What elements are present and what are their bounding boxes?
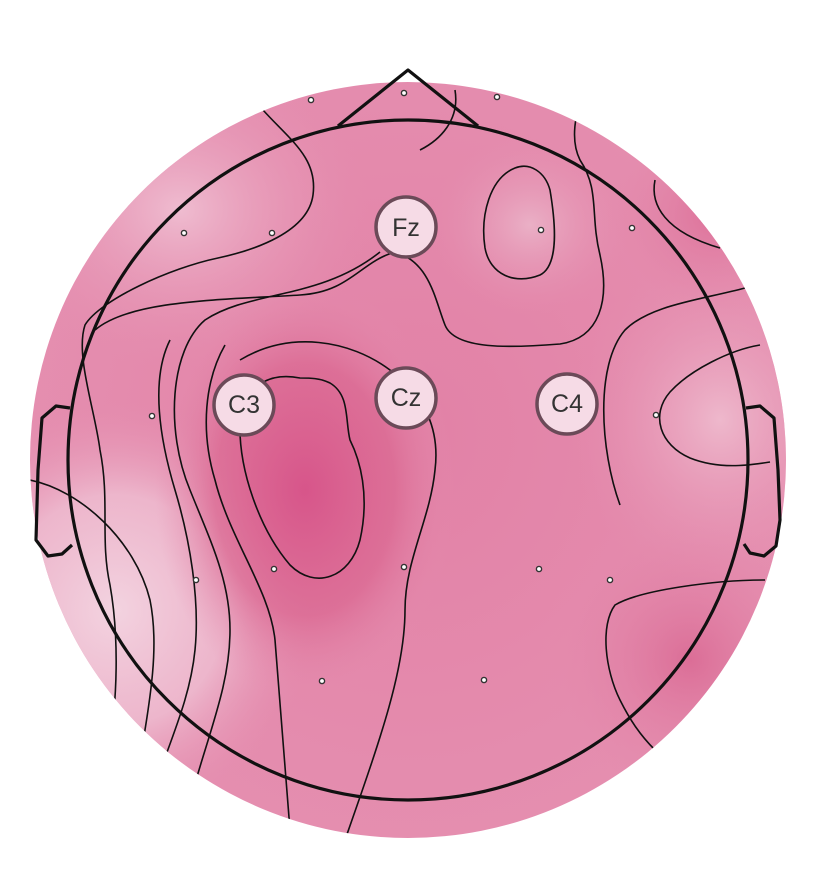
- sensor-dot: [606, 576, 614, 584]
- sensor-dot: [493, 93, 501, 101]
- sensor-dot: [148, 412, 156, 420]
- electrode-c3-label: C3: [228, 391, 260, 419]
- electrode-c3-marker: [212, 373, 276, 437]
- electrode-c4: C4: [535, 372, 599, 436]
- contour-line: [602, 287, 746, 506]
- sensor-dot: [192, 576, 200, 584]
- electrode-fz-label: Fz: [392, 214, 420, 242]
- contour-line: [173, 251, 381, 821]
- electrode-c3: C3: [212, 373, 276, 437]
- right-ear-outline: [742, 404, 782, 558]
- contour-lines: [30, 89, 771, 838]
- contour-line: [239, 341, 437, 838]
- nose-outline: [337, 68, 479, 128]
- electrode-cz-label: Cz: [391, 384, 422, 412]
- electrode-cz: Cz: [374, 366, 438, 430]
- sensor-dot: [268, 229, 276, 237]
- head-outline: [34, 68, 782, 802]
- electrode-c4-marker: [535, 372, 599, 436]
- contour-line: [419, 89, 457, 151]
- sensor-dot: [307, 96, 315, 104]
- electrode-fz: Fz: [374, 195, 438, 259]
- contour-line: [658, 344, 771, 467]
- sensor-dot: [480, 676, 488, 684]
- electrode-c4-label: C4: [551, 390, 583, 418]
- sensor-markers: [148, 89, 660, 685]
- sensor-dot: [400, 563, 408, 571]
- sensor-dot: [652, 411, 660, 419]
- contour-line: [81, 109, 315, 771]
- electrode-fz-marker: [374, 195, 438, 259]
- contour-line: [94, 94, 605, 348]
- contour-line: [205, 344, 291, 831]
- electrode-cz-marker: [374, 366, 438, 430]
- sensor-dot: [400, 89, 408, 97]
- contour-line: [149, 339, 198, 801]
- left-ear-outline: [34, 404, 74, 558]
- sensor-dot: [318, 677, 326, 685]
- contour-line: [483, 165, 556, 280]
- sensor-dot: [537, 226, 545, 234]
- sensor-dot: [535, 565, 543, 573]
- sensor-dot: [180, 229, 188, 237]
- contour-line: [653, 179, 721, 249]
- sensor-dot: [270, 565, 278, 573]
- contour-line: [30, 479, 155, 791]
- scalp-circle: [66, 118, 750, 802]
- sensor-dot: [628, 224, 636, 232]
